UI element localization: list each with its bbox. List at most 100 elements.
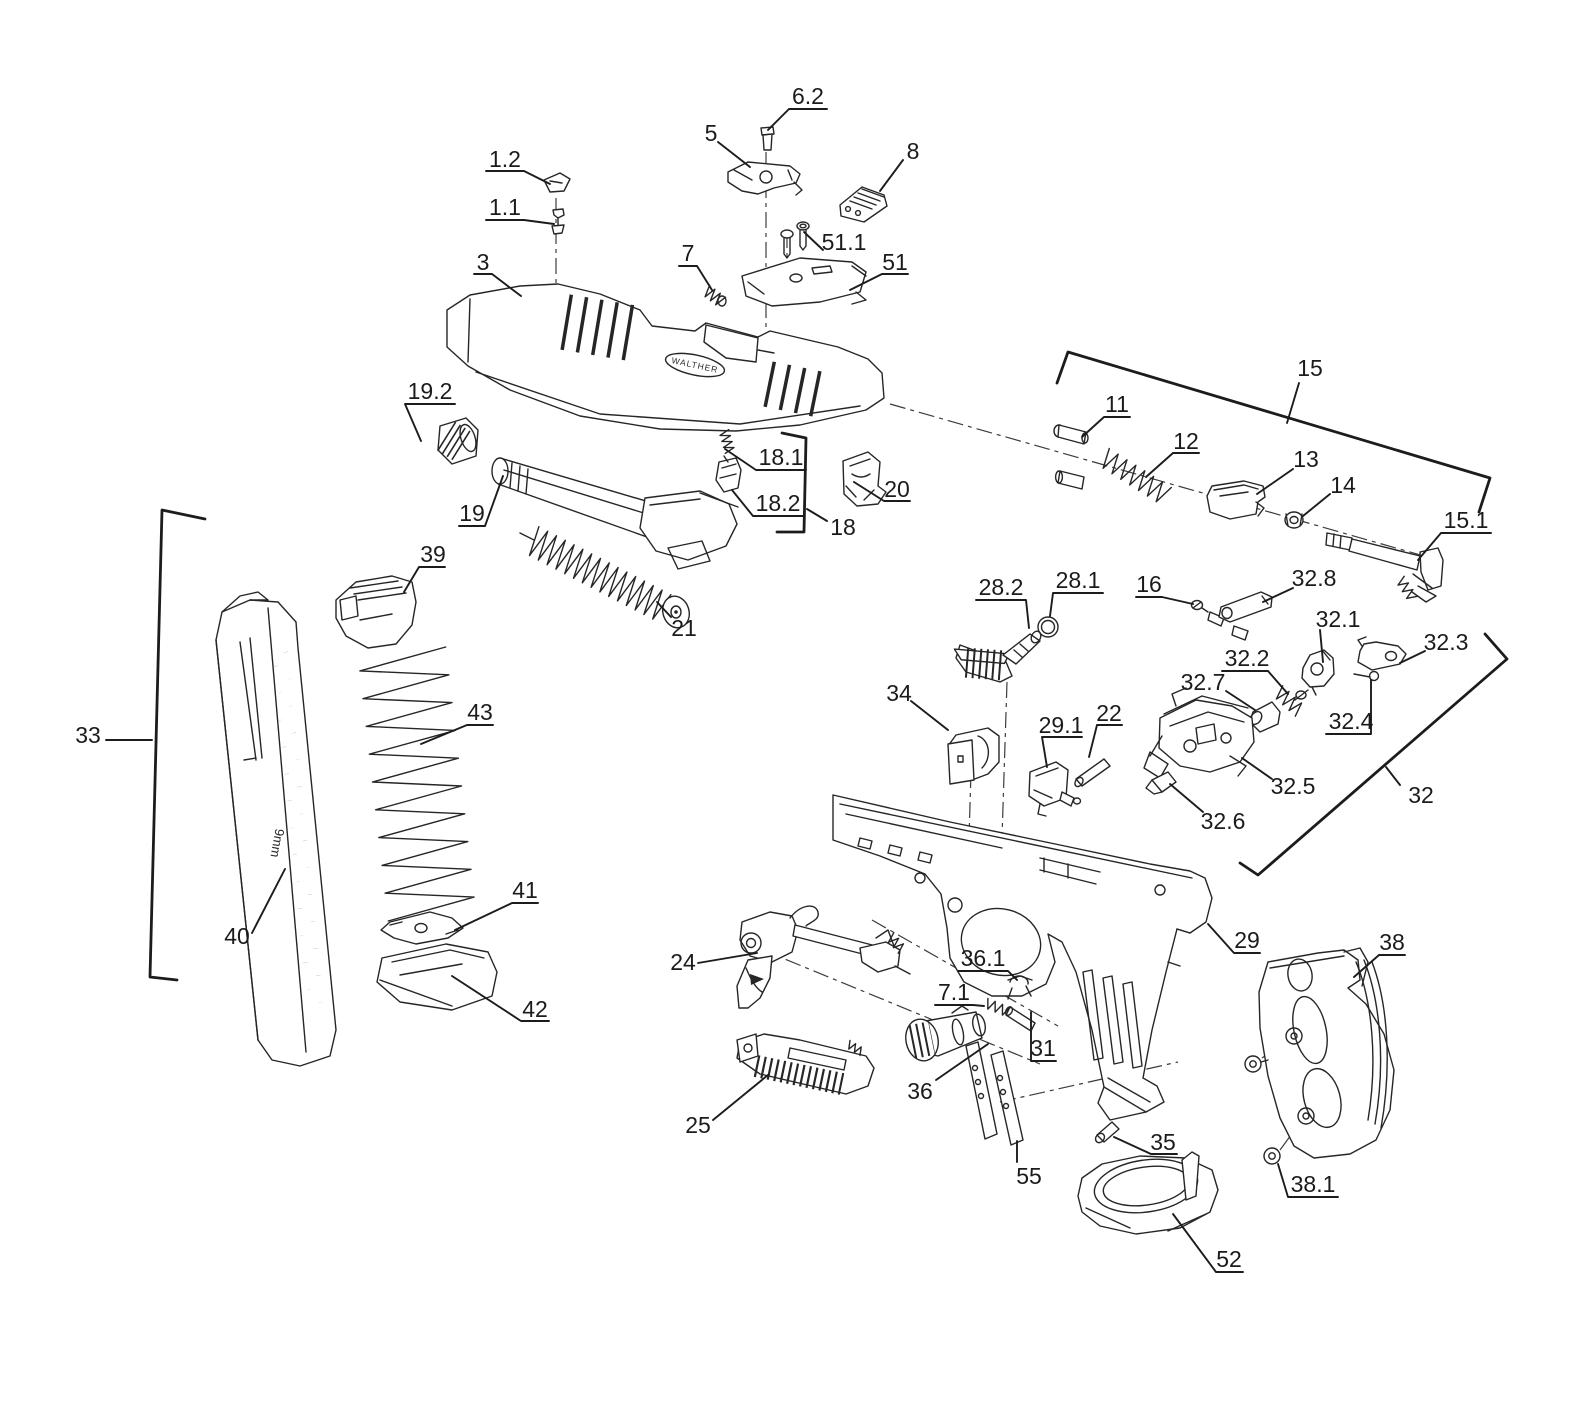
part-label-32.6: 32.6 bbox=[1201, 808, 1246, 834]
part-cover-plate-51 bbox=[741, 257, 867, 307]
part-extractor-plunger-18_2 bbox=[715, 455, 742, 493]
part-label-11: 11 bbox=[1105, 391, 1129, 417]
assembly-axis-line bbox=[968, 771, 972, 839]
part-sear-32_1 bbox=[1301, 649, 1335, 696]
part-label-29.1: 29.1 bbox=[1039, 712, 1084, 738]
part-catch-block-29_1 bbox=[1028, 761, 1082, 817]
part-label-19.2: 19.2 bbox=[408, 378, 453, 404]
part-plunger-32_6 bbox=[1145, 771, 1177, 795]
part-magwell-52 bbox=[1077, 1151, 1219, 1235]
part-label-14: 14 bbox=[1330, 472, 1356, 498]
leader-line-15.1 bbox=[1417, 532, 1492, 561]
leader-line-14 bbox=[1302, 493, 1331, 517]
leader-line-29.1 bbox=[1041, 736, 1083, 768]
part-trigger-24 bbox=[736, 905, 911, 1009]
part-striker-housing-13 bbox=[1206, 480, 1266, 520]
part-label-42: 42 bbox=[522, 996, 548, 1022]
leader-line-13 bbox=[1256, 468, 1294, 495]
part-axle-32_8 bbox=[1218, 591, 1273, 641]
leader-line-32.2 bbox=[1221, 670, 1289, 695]
part-label-28.2: 28.2 bbox=[979, 574, 1024, 600]
part-magazine-body-40: 9mm bbox=[215, 591, 337, 1067]
part-clip-36_1 bbox=[1007, 975, 1033, 1000]
part-charging-assist-5 bbox=[727, 161, 803, 196]
part-label-38.1: 38.1 bbox=[1291, 1171, 1336, 1197]
assembly-axis-line bbox=[889, 403, 1439, 561]
part-screws-51_1 bbox=[780, 221, 810, 259]
part-label-32: 32 bbox=[1408, 782, 1434, 808]
leader-line-31 bbox=[1030, 1011, 1057, 1062]
part-takedown-button-36 bbox=[905, 1005, 986, 1062]
part-label-32.4: 32.4 bbox=[1329, 708, 1374, 734]
part-label-38: 38 bbox=[1379, 929, 1405, 955]
part-floor-plate-42 bbox=[376, 943, 498, 1011]
bracket-layer bbox=[148, 350, 1509, 982]
leader-line-7 bbox=[678, 265, 713, 291]
leader-line-18.1 bbox=[724, 448, 807, 471]
part-label-25: 25 bbox=[685, 1112, 711, 1138]
leader-line-35 bbox=[1113, 1136, 1178, 1155]
part-label-12: 12 bbox=[1173, 428, 1199, 454]
leader-line-32.8 bbox=[1262, 587, 1294, 603]
part-detent-spring-7_1 bbox=[987, 997, 1011, 1016]
part-label-31: 31 bbox=[1030, 1035, 1056, 1061]
part-label-6.2: 6.2 bbox=[792, 83, 824, 109]
magazine-marking: 9mm bbox=[268, 828, 288, 859]
leader-line-51.1 bbox=[803, 231, 824, 251]
part-pins-11 bbox=[1053, 424, 1089, 490]
leader-line-32.4 bbox=[1325, 679, 1372, 735]
leader-line-21 bbox=[656, 601, 672, 618]
part-magazine-spring-43 bbox=[359, 646, 475, 922]
part-label-32.7: 32.7 bbox=[1181, 669, 1226, 695]
part-follower-39 bbox=[335, 575, 417, 649]
assembly-axis-line bbox=[999, 1061, 1179, 1103]
part-label-32.3: 32.3 bbox=[1424, 629, 1469, 655]
leader-line-43 bbox=[420, 724, 494, 745]
part-label-16: 16 bbox=[1136, 571, 1162, 597]
leader-line-19 bbox=[458, 475, 504, 527]
part-sight-screw-1_1 bbox=[551, 208, 565, 235]
leader-line-15 bbox=[1286, 382, 1300, 424]
part-sight-screw-6_2 bbox=[760, 126, 775, 151]
leader-line-25 bbox=[712, 1074, 769, 1121]
part-label-3: 3 bbox=[477, 249, 490, 275]
part-label-32.1: 32.1 bbox=[1316, 606, 1361, 632]
leader-line-28.1 bbox=[1049, 592, 1104, 617]
part-label-41: 41 bbox=[512, 877, 538, 903]
part-label-5: 5 bbox=[705, 120, 718, 146]
leader-line-29 bbox=[1207, 923, 1261, 954]
part-spring-plug-7 bbox=[704, 284, 727, 307]
part-locking-block-25 bbox=[736, 1033, 875, 1095]
leader-line-32 bbox=[1385, 766, 1401, 786]
part-label-32.2: 32.2 bbox=[1225, 645, 1270, 671]
part-label-51: 51 bbox=[882, 249, 908, 275]
group-bracket-18 bbox=[775, 431, 808, 534]
leader-line-32.7 bbox=[1225, 690, 1256, 711]
leader-line-38 bbox=[1353, 954, 1406, 978]
leader-line-41 bbox=[454, 902, 539, 931]
leader-line-34 bbox=[910, 700, 949, 731]
part-recoil-assembly-21 bbox=[519, 526, 691, 629]
part-label-35: 35 bbox=[1150, 1129, 1176, 1155]
part-clip-32_4 bbox=[1353, 670, 1380, 682]
leader-line-20 bbox=[853, 481, 911, 502]
part-ejector-34 bbox=[947, 727, 1000, 785]
leader-line-19.2 bbox=[404, 403, 456, 442]
part-label-28.1: 28.1 bbox=[1056, 567, 1101, 593]
leader-line-28.2 bbox=[975, 599, 1030, 629]
leader-line-22 bbox=[1088, 724, 1123, 758]
leader-line-1.1 bbox=[485, 219, 555, 225]
part-spring-plate-41 bbox=[380, 911, 464, 945]
leader-line-32.1 bbox=[1319, 629, 1324, 663]
part-label-32.8: 32.8 bbox=[1292, 565, 1337, 591]
leader-line-7.1 bbox=[934, 1004, 985, 1007]
part-grip-38 bbox=[1258, 947, 1395, 1159]
part-label-18.1: 18.1 bbox=[759, 444, 804, 470]
part-frame-29 bbox=[832, 794, 1213, 1121]
part-label-39: 39 bbox=[420, 541, 446, 567]
leader-line-18.2 bbox=[731, 489, 804, 517]
leader-line-52 bbox=[1172, 1213, 1244, 1273]
part-grip-strips-55 bbox=[965, 1041, 1024, 1146]
part-label-51.1: 51.1 bbox=[822, 229, 867, 255]
